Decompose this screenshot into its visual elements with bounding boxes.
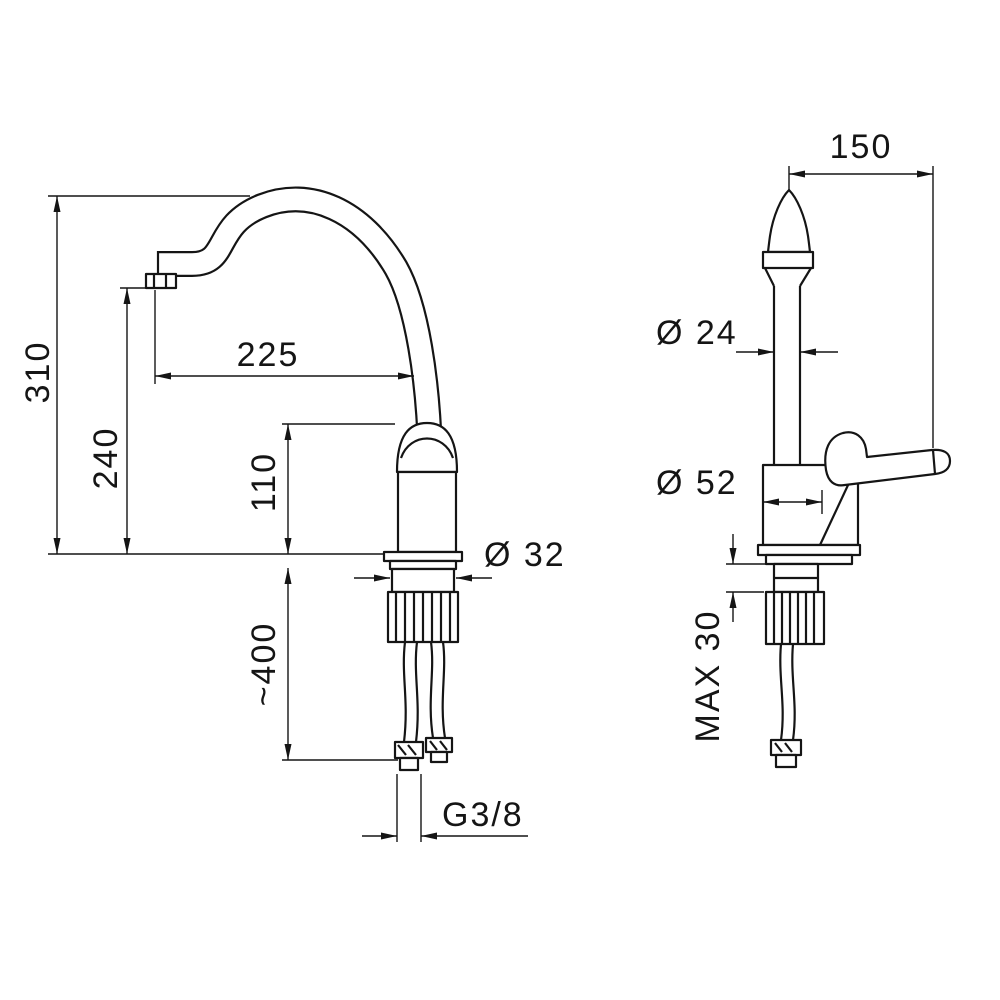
front-view-dimensions: 150 Ø 24 Ø 52 MAX 30 [656, 128, 934, 742]
side-view-dimensions: 310 240 225 110 Ø 32 [19, 195, 566, 842]
hose-left-hatch [397, 744, 417, 756]
dim-hose-length-label: ~400 [245, 622, 283, 707]
aerator [144, 272, 178, 290]
threaded-shank [390, 567, 456, 594]
dim-body-diameter-label: Ø 52 [656, 464, 738, 502]
column-sides [772, 286, 802, 465]
hose-left-connector [393, 740, 425, 760]
dim-total-height-label: 310 [19, 341, 57, 404]
dim-spout-reach-label: 225 [237, 336, 300, 374]
mounting-nut-ridges [394, 592, 452, 642]
dim-column-diameter: Ø 24 [656, 314, 838, 356]
hose-hatch [774, 742, 793, 753]
ext-line [788, 166, 934, 448]
hose-lines [779, 643, 796, 741]
body-cylinder [396, 470, 458, 554]
supply-hoses [393, 641, 454, 772]
dim-hose-length: ~400 [245, 568, 398, 761]
dim-shank-diameter-label: Ø 32 [484, 536, 566, 574]
hose-right-nipple [429, 750, 449, 764]
flange-upper [756, 543, 862, 557]
dim-spout-outlet-height: 240 [87, 287, 152, 554]
lever-outline [824, 431, 952, 487]
dim-body-height-label: 110 [245, 452, 283, 512]
dim-max-deck-thickness: MAX 30 [689, 534, 772, 742]
dim-spout-reach: 225 [154, 290, 414, 384]
lever-end-cap [931, 449, 937, 475]
dim-shank-diameter: Ø 32 [354, 536, 566, 582]
dome-outline [395, 421, 459, 474]
lever-handle [824, 431, 952, 487]
handle-dome [395, 421, 459, 474]
hose-left [402, 641, 419, 743]
dim-spout-outlet-height-label: 240 [87, 427, 125, 490]
aerator-body [144, 272, 178, 290]
mounting-nut-ridges [772, 592, 816, 644]
front-view: 150 Ø 24 Ø 52 MAX 30 [656, 128, 952, 769]
hose-nipple [774, 753, 798, 769]
base-assembly [382, 550, 464, 644]
ext-line [396, 774, 422, 842]
spout-bore [158, 188, 441, 453]
spout-outline [158, 186, 443, 453]
spout [156, 186, 443, 453]
hose-right-connector [424, 736, 454, 754]
dim-handle-reach-label: 150 [830, 128, 893, 166]
hose-right [429, 641, 447, 739]
dim-handle-reach: 150 [788, 128, 934, 448]
base-flange-lower [388, 559, 458, 571]
dim-body-height: 110 [245, 423, 395, 554]
hose-right-hatch [429, 740, 448, 751]
supply-hose-front [769, 643, 803, 769]
base-assembly-front [756, 543, 862, 646]
hose-connector [769, 738, 803, 757]
base-flange-upper [382, 550, 464, 563]
spout-collar [761, 250, 815, 270]
side-view: 310 240 225 110 Ø 32 [19, 186, 566, 842]
lever-seam [399, 437, 455, 459]
column-taper [764, 267, 812, 287]
ext-line [726, 563, 772, 593]
aerator-ribs [152, 274, 168, 288]
spout-front [761, 188, 815, 465]
dim-body-diameter: Ø 52 [656, 464, 823, 514]
hose-left-nipple [398, 756, 420, 772]
dim-thread: G3/8 [362, 774, 528, 842]
dim-thread-label: G3/8 [442, 796, 524, 834]
flange-lower [764, 553, 854, 566]
dim-total-height: 310 [19, 195, 384, 555]
dim-column-diameter-label: Ø 24 [656, 314, 738, 352]
spout-tip [766, 188, 812, 254]
dim-max-deck-thickness-label: MAX 30 [689, 610, 727, 743]
